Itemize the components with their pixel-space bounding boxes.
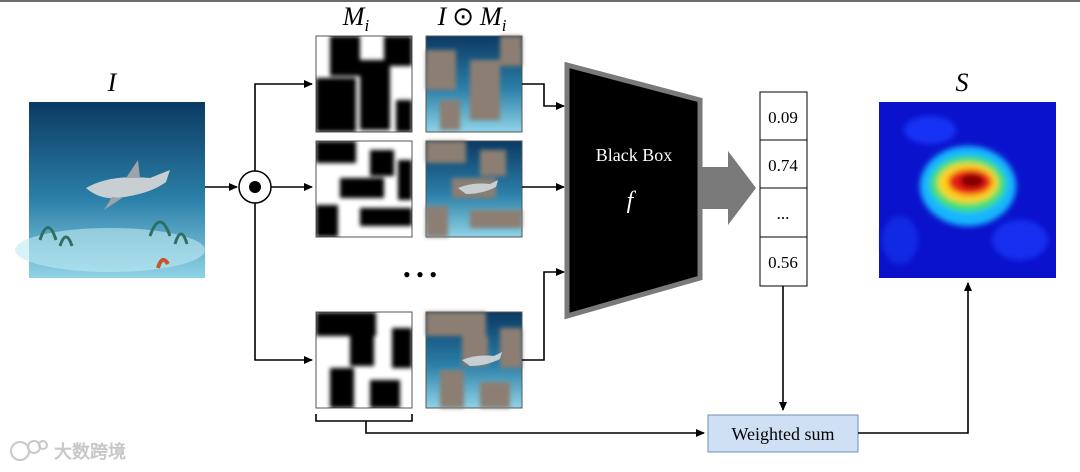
weighted-sum-label: Weighted sum (731, 424, 834, 444)
mask-column-label: Mi (342, 2, 370, 35)
watermark-logo-icon (10, 440, 48, 461)
svg-text:I⊙Mi: I⊙Mi (437, 2, 507, 35)
input-label: I (107, 68, 118, 97)
elementwise-product-icon (238, 170, 272, 204)
score-1: 0.09 (768, 108, 798, 127)
top-rule (0, 0, 1080, 2)
masks-to-sum-arrow (365, 421, 705, 437)
saliency-label: S (956, 68, 969, 97)
svg-text:Mi: Mi (342, 2, 370, 35)
score-2: 0.74 (768, 156, 798, 175)
mask-1 (315, 35, 413, 133)
masked-image-3 (425, 311, 523, 409)
score-3: ... (777, 204, 790, 223)
masked-1-arrow (522, 83, 565, 110)
scores-column: 0.09 0.74 ... 0.56 (759, 91, 808, 287)
masked-column-label: I⊙Mi (437, 2, 507, 35)
saliency-map (879, 102, 1056, 278)
input-image (15, 102, 205, 278)
branch-bottom (254, 203, 313, 364)
watermark-text: 大数跨境 (54, 441, 126, 463)
masked-3-arrow (522, 268, 565, 361)
black-box-model: Black Box f (564, 61, 703, 320)
black-box-title: Black Box (596, 145, 673, 165)
mask-bracket (315, 414, 413, 422)
branch-top (254, 80, 313, 171)
mask-2 (315, 140, 413, 238)
masked-image-2 (425, 140, 523, 238)
masked-image-1 (425, 35, 523, 133)
mask-3 (315, 311, 413, 409)
weighted-sum-box: Weighted sum (707, 414, 859, 453)
black-box-func: f (627, 188, 637, 214)
score-4: 0.56 (768, 253, 798, 272)
sum-to-saliency-arrow (858, 282, 972, 434)
arrow-right-icon (702, 151, 756, 225)
ellipsis-dots: • • • (403, 262, 437, 287)
